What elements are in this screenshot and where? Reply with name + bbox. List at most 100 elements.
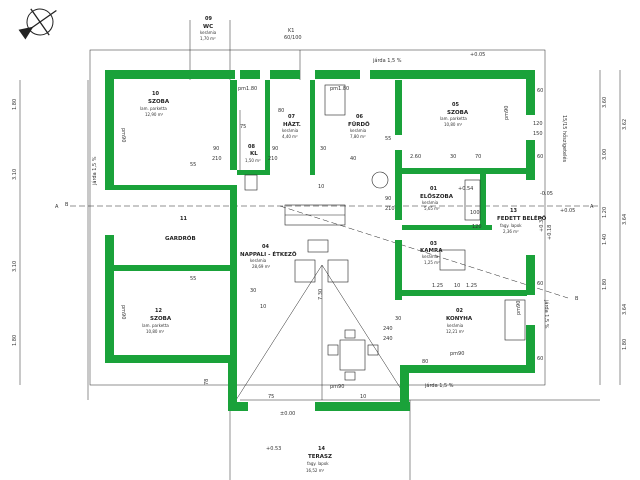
svg-text:100: 100 <box>470 210 480 216</box>
svg-text:FÜRDŐ: FÜRDŐ <box>348 121 370 128</box>
room-14: 14 TERASZ fagy. lapok 16,52 m² <box>306 446 332 473</box>
svg-text:90: 90 <box>213 146 219 152</box>
svg-text:12,21 m²: 12,21 m² <box>446 329 465 334</box>
svg-text:kerámia: kerámia <box>422 200 439 205</box>
svg-text:80: 80 <box>422 359 428 365</box>
svg-text:kerámia: kerámia <box>200 30 217 35</box>
svg-text:80: 80 <box>278 108 284 114</box>
svg-text:kerámia: kerámia <box>282 128 299 133</box>
svg-text:16,52 m²: 16,52 m² <box>306 468 325 473</box>
svg-text:3.10: 3.10 <box>12 169 18 180</box>
svg-text:pm1.80: pm1.80 <box>330 86 349 92</box>
svg-text:210: 210 <box>268 156 278 162</box>
room-01: 01 ELŐSZOBA kerámia 5,65 m² <box>420 186 454 211</box>
svg-text:pm90: pm90 <box>516 301 522 315</box>
svg-text:KL: KL <box>250 151 258 157</box>
room-08: 08 KL 1,50 m² <box>245 144 261 163</box>
svg-text:10,80 m²: 10,80 m² <box>146 329 165 334</box>
svg-text:5,65 m²: 5,65 m² <box>424 206 440 211</box>
svg-text:01: 01 <box>430 186 437 192</box>
svg-text:07: 07 <box>288 114 295 120</box>
svg-text:10: 10 <box>318 184 324 190</box>
svg-text:±0.00: ±0.00 <box>280 411 295 417</box>
svg-text:1.40: 1.40 <box>602 234 608 245</box>
svg-text:pm90: pm90 <box>120 128 126 142</box>
svg-text:HÁZT.: HÁZT. <box>283 121 301 128</box>
svg-text:09: 09 <box>205 16 212 22</box>
svg-text:10,80 m²: 10,80 m² <box>444 122 463 127</box>
room-09: 09 WC kerámia 1,70 m² <box>200 16 217 41</box>
svg-text:pm90: pm90 <box>450 351 464 357</box>
svg-text:1.80: 1.80 <box>622 339 628 350</box>
k1-label: K1 <box>288 28 294 34</box>
svg-text:12,90 m²: 12,90 m² <box>145 112 164 117</box>
svg-text:3.60: 3.60 <box>602 97 608 108</box>
svg-text:+0.05: +0.05 <box>560 208 575 214</box>
svg-text:28,69 m²: 28,69 m² <box>252 264 271 269</box>
svg-text:4,40 m²: 4,40 m² <box>282 134 298 139</box>
room-02: 02 KONYHA kerámia 12,21 m² <box>446 308 473 334</box>
svg-text:1.20: 1.20 <box>602 207 608 218</box>
svg-text:70: 70 <box>475 154 481 160</box>
svg-text:1,70 m²: 1,70 m² <box>200 36 216 41</box>
svg-text:kerámia: kerámia <box>350 128 367 133</box>
svg-text:210: 210 <box>212 156 222 162</box>
svg-text:B: B <box>575 296 579 302</box>
svg-text:90: 90 <box>385 196 391 202</box>
svg-text:+0.53: +0.53 <box>266 446 281 452</box>
svg-text:240: 240 <box>383 326 393 332</box>
svg-text:járda 1,5 %: járda 1,5 % <box>543 299 550 329</box>
svg-text:B: B <box>65 202 69 208</box>
dims-right-2: 3.62 3.64 3.64 1.80 <box>622 119 628 350</box>
svg-text:15/15 hőszigetelés: 15/15 hőszigetelés <box>561 115 568 163</box>
svg-text:pm90: pm90 <box>330 384 344 390</box>
svg-text:12: 12 <box>155 308 162 314</box>
svg-text:lam. parketta: lam. parketta <box>140 106 167 111</box>
svg-text:78: 78 <box>204 379 210 385</box>
svg-text:240: 240 <box>383 336 393 342</box>
svg-text:06: 06 <box>356 114 363 120</box>
svg-text:3.00: 3.00 <box>602 149 608 160</box>
svg-text:11: 11 <box>180 216 187 222</box>
svg-text:SZOBA: SZOBA <box>148 99 170 105</box>
svg-text:járda 1,5 %: járda 1,5 % <box>91 156 98 186</box>
svg-text:KAMRA: KAMRA <box>420 248 443 254</box>
svg-text:2,36 m²: 2,36 m² <box>503 229 519 234</box>
svg-text:kerámia: kerámia <box>422 254 439 259</box>
svg-text:lam. parketta: lam. parketta <box>440 116 467 121</box>
svg-text:kerámia: kerámia <box>447 323 464 328</box>
svg-text:kerámia: kerámia <box>250 258 267 263</box>
svg-text:75: 75 <box>268 394 274 400</box>
svg-text:pm1.80: pm1.80 <box>238 86 257 92</box>
svg-text:TERASZ: TERASZ <box>308 454 332 460</box>
room-07: 07 HÁZT. kerámia 4,40 m² <box>282 114 301 139</box>
svg-text:1,25 m²: 1,25 m² <box>424 260 440 265</box>
svg-text:GARDRÓB: GARDRÓB <box>165 235 196 242</box>
annotations: pm1.80 pm1.80 pm90 pm90 pm90 pm90 pm90 p… <box>55 52 594 452</box>
svg-text:lam. parketta: lam. parketta <box>142 323 169 328</box>
svg-text:40: 40 <box>350 156 356 162</box>
svg-text:3.10: 3.10 <box>12 261 18 272</box>
svg-text:A: A <box>590 204 594 210</box>
svg-text:30: 30 <box>250 288 256 294</box>
svg-text:járda 1,5 %: járda 1,5 % <box>372 57 402 64</box>
svg-text:10: 10 <box>152 91 159 97</box>
svg-text:-0.05: -0.05 <box>540 191 553 197</box>
room-11: 11 GARDRÓB <box>165 216 196 242</box>
svg-text:1.80: 1.80 <box>602 279 608 290</box>
svg-text:210: 210 <box>385 206 395 212</box>
svg-text:1,50 m²: 1,50 m² <box>245 158 261 163</box>
svg-text:02: 02 <box>456 308 463 314</box>
room-03: 03 KAMRA kerámia 1,25 m² <box>420 241 443 265</box>
svg-text:120: 120 <box>472 224 482 230</box>
svg-text:KONYHA: KONYHA <box>446 316 473 322</box>
svg-text:03: 03 <box>430 241 437 247</box>
svg-text:járda 1,5 %: járda 1,5 % <box>424 382 454 389</box>
svg-text:ELŐSZOBA: ELŐSZOBA <box>420 193 454 200</box>
svg-text:05: 05 <box>452 102 459 108</box>
svg-text:08: 08 <box>248 144 255 150</box>
svg-text:1.80: 1.80 <box>12 99 18 110</box>
svg-text:+0.34: +0.34 <box>539 217 545 232</box>
svg-text:10: 10 <box>454 283 460 289</box>
